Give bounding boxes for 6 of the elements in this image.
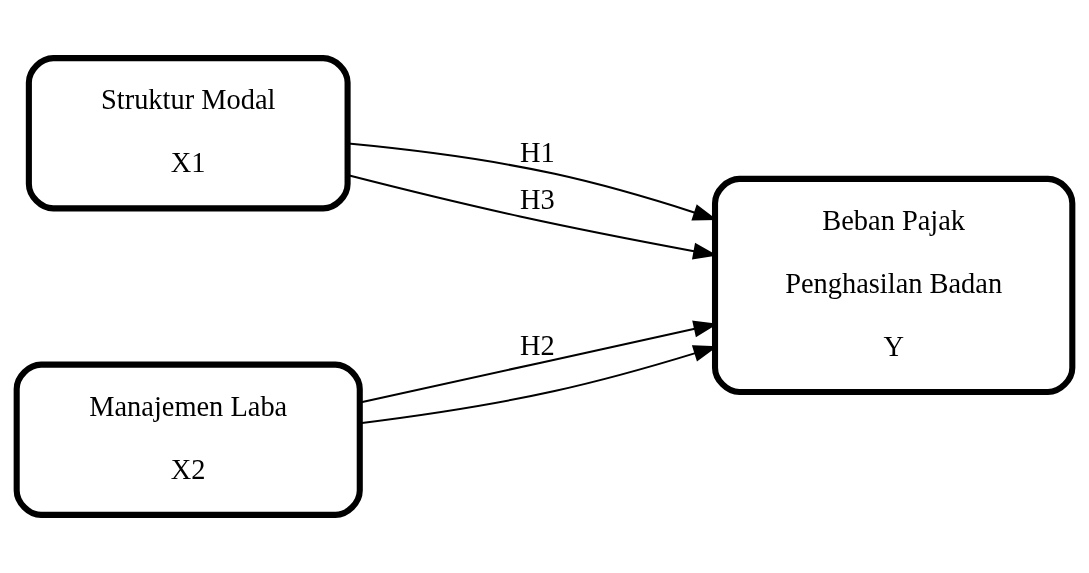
node-box: Struktur Modal X1	[25, 55, 351, 212]
edge-label: H3	[520, 183, 555, 215]
edge-label: H2	[520, 329, 555, 361]
node-box: Beban Pajak Penghasilan Badan Y	[711, 175, 1076, 396]
edge-label: H1	[520, 137, 555, 169]
node-box: Manajemen Laba X2	[13, 361, 363, 518]
